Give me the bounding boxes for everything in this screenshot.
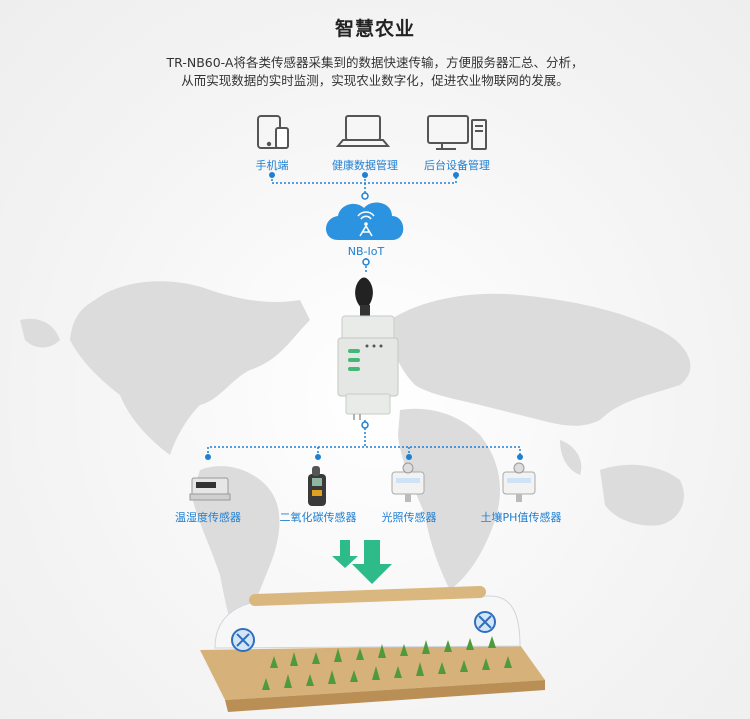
sensor-label-co2: 二氧化碳传感器 [279,511,357,524]
device-label-health-data: 健康数据管理 [332,159,398,172]
greenhouse-icon [200,586,545,712]
soil-ph-sensor-icon [502,462,536,502]
sensor-label-temp-humidity: 温湿度传感器 [175,511,241,524]
din-rail-gateway-icon [337,277,399,420]
sensor-label-soil-ph: 土壤PH值传感器 [480,511,562,524]
tablet-phone-icon [257,115,289,149]
desktop-computer-icon [427,115,487,150]
down-arrow-icon [332,540,392,584]
co2-sensor-icon [308,466,326,506]
description-line-1: TR-NB60-A将各类传感器采集到的数据快速传输，方便服务器汇总、分析， [166,55,584,70]
laptop-icon [335,115,391,147]
device-label-backend: 后台设备管理 [424,159,490,172]
cloud-antenna-icon [326,202,404,240]
description-line-2: 从而实现数据的实时监测，实现农业数字化，促进农业物联网的发展。 [181,73,569,88]
light-sensor-icon [391,462,425,502]
page-title: 智慧农业 [334,18,415,40]
device-label-mobile: 手机端 [255,159,289,172]
sensor-label-light: 光照传感器 [381,511,437,524]
temp-humidity-sensor-icon [189,477,231,501]
cloud-label: NB-IoT [347,245,385,258]
